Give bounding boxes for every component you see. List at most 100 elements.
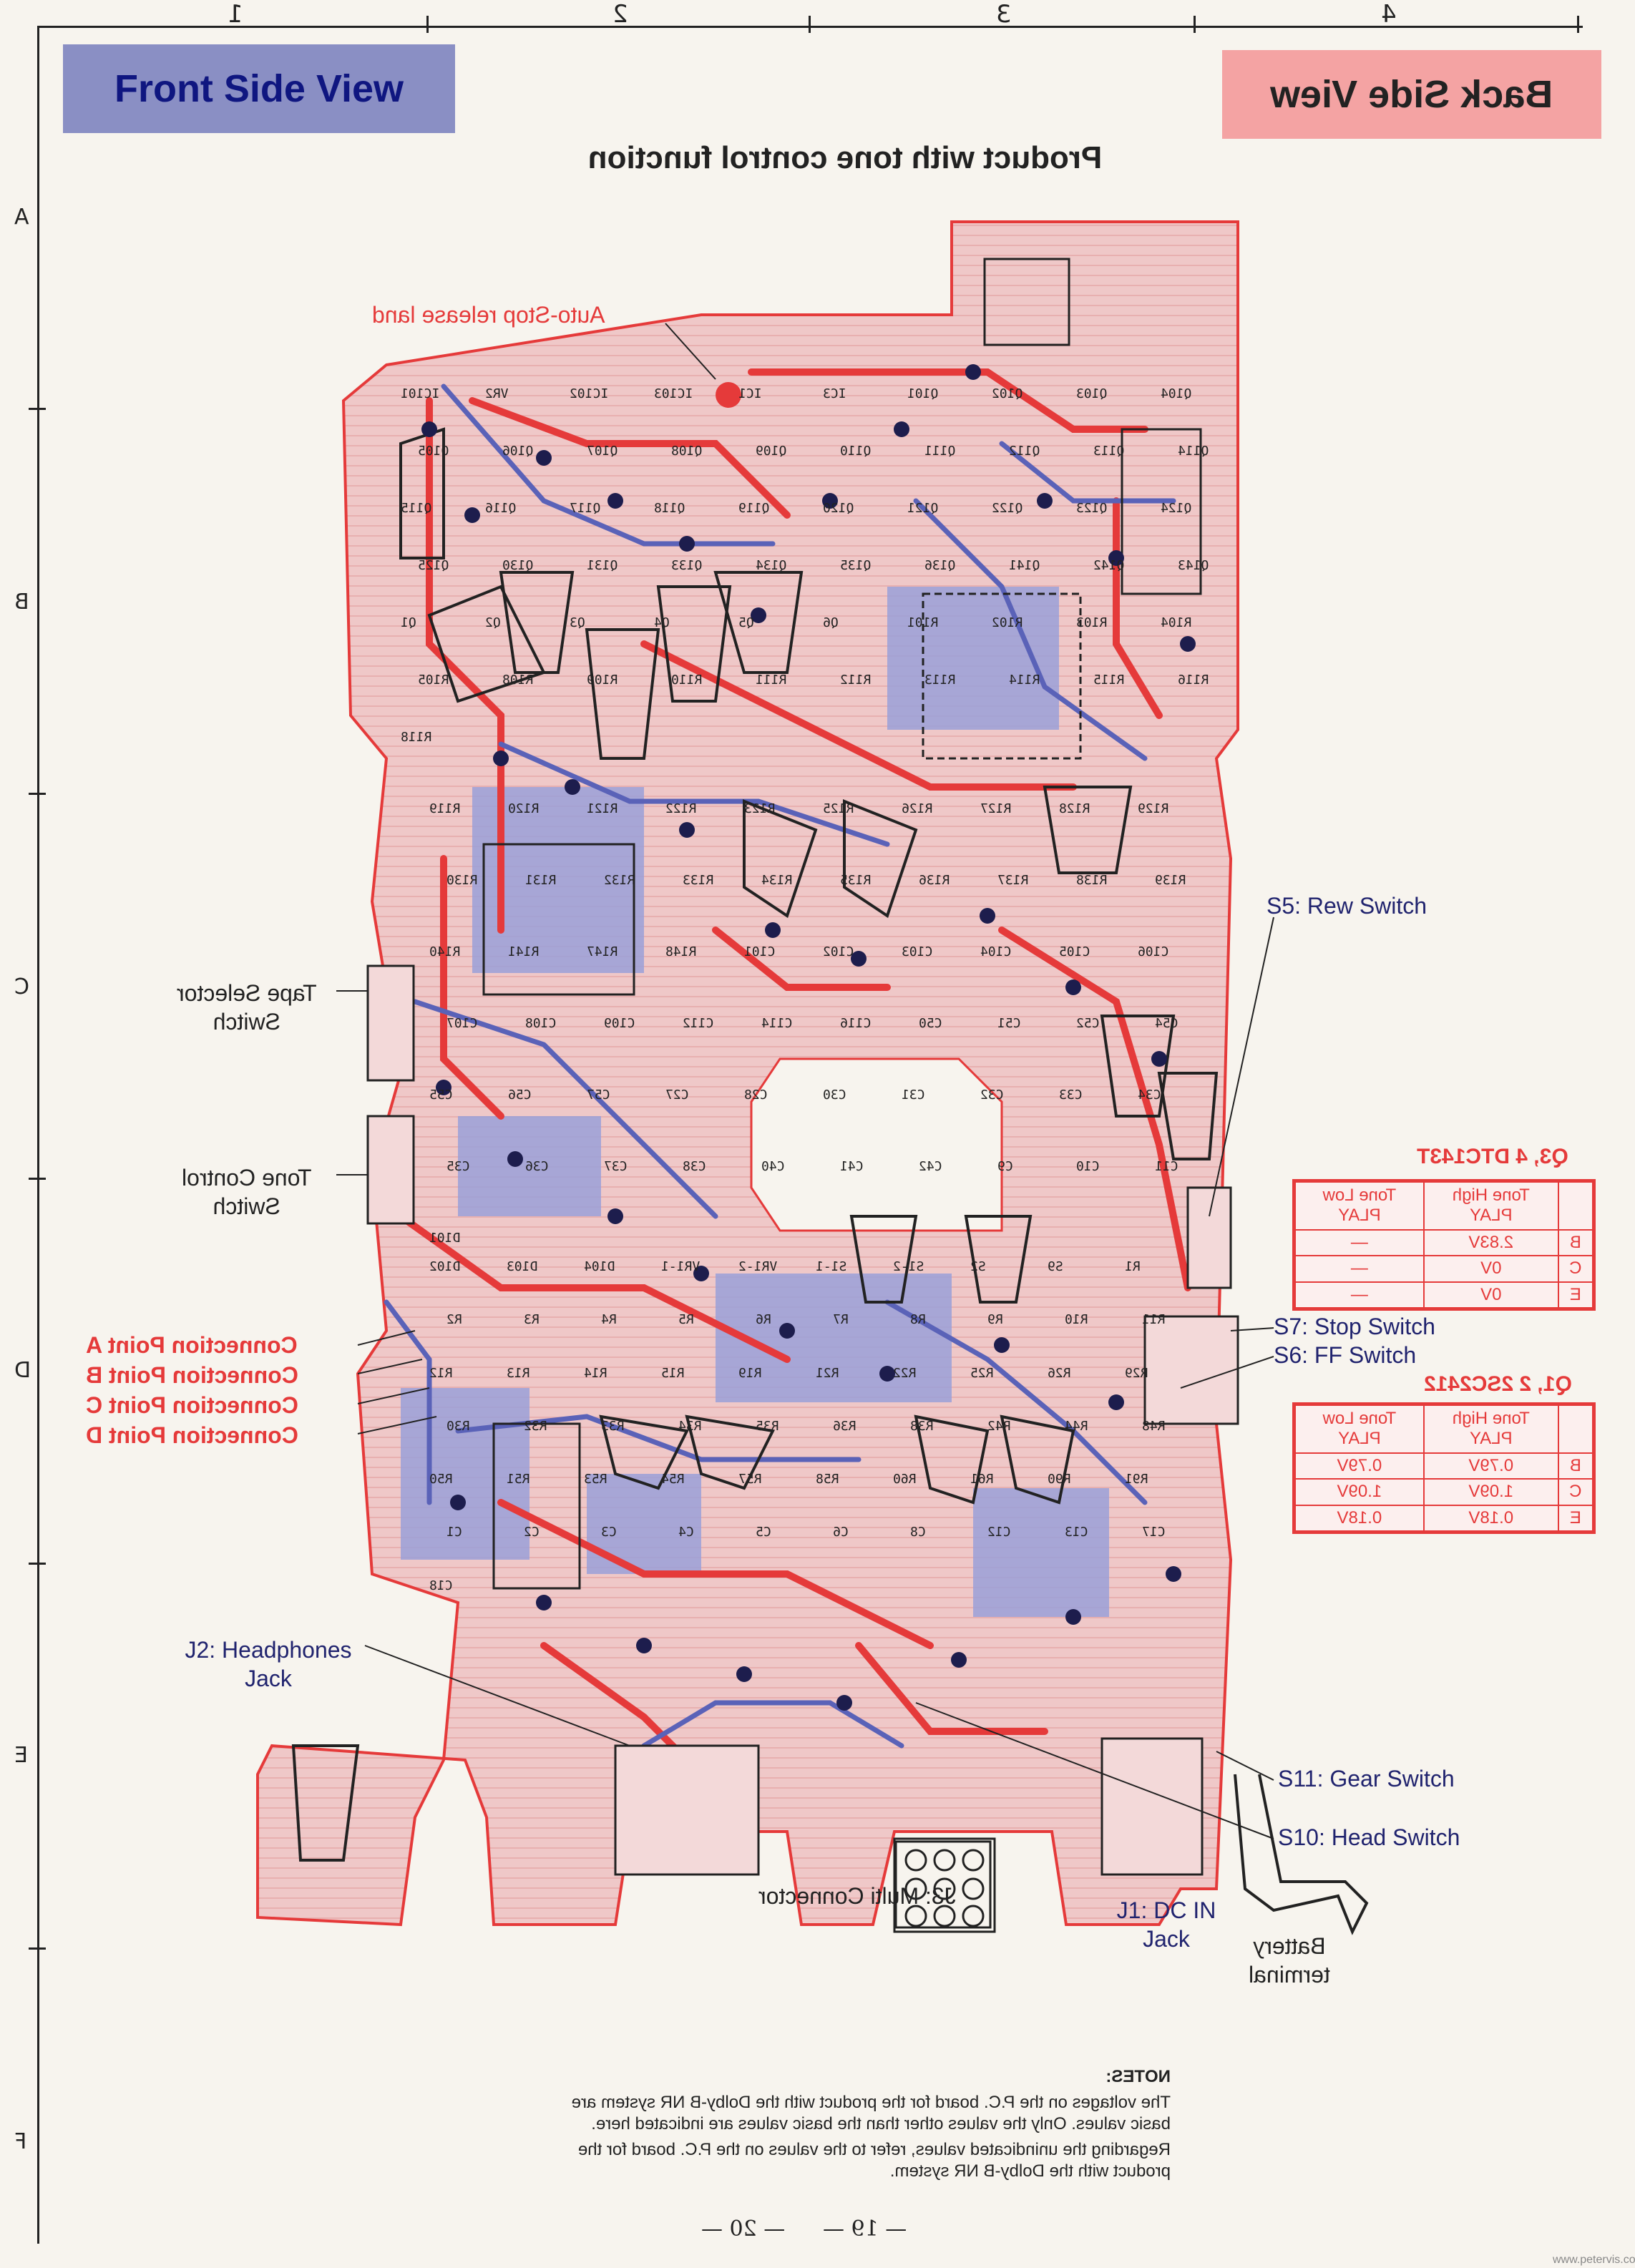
ic-outline [1121,428,1202,595]
component-label: R14 [584,1365,607,1381]
component-label: IC103 [654,386,693,401]
component-label: C28 [744,1087,768,1103]
table-header-cell: Tone Low PLAY [1295,1182,1424,1230]
leader-line [357,1330,416,1346]
frame-left-rule [37,26,39,2244]
table-cell: B [1558,1229,1593,1256]
red-traces [397,368,1191,1792]
component-label: R120 [508,801,540,816]
component-label: R126 [902,801,933,816]
component-label: R113 [924,673,956,688]
tape-selector-text: Tape Selector Switch [177,980,317,1035]
s7-stop-switch-label: S7: Stop Switch [1274,1314,1435,1339]
component-label: D101 [429,1231,461,1246]
ground-plane [458,1116,601,1216]
pad [1065,1609,1081,1625]
transistor-outline [713,571,804,674]
component-label: Q141 [1009,558,1040,573]
component-label: C41 [840,1159,864,1174]
component-label: IC102 [570,386,609,401]
transistor-outline [743,799,818,919]
component-label: C52 [1076,1016,1100,1031]
component-label: R42 [987,1418,1011,1434]
notes-heading: NOTES: [1106,2067,1171,2086]
ic-outline [492,1422,581,1590]
auto-stop-text: Auto-Stop release land [372,302,605,328]
component-label: R127 [980,801,1012,816]
grid-tick [29,1178,46,1180]
component-label: R22 [893,1365,917,1381]
j1-dc-in-jack-label: J1: DC IN Jack [1116,1897,1216,1952]
component-label: C50 [919,1016,942,1031]
component-label: Q122 [992,501,1023,516]
component-label: Q121 [907,501,939,516]
trace [913,498,1148,761]
component-label: R6 [756,1312,771,1328]
leader-line [1180,1356,1274,1389]
component-label: R130 [446,873,478,888]
component-label: R3 [524,1312,540,1328]
component-label: Q109 [756,444,787,459]
component-label: C11 [1155,1159,1178,1174]
component-label: R10 [1065,1312,1088,1328]
component-label: IC1 [738,386,762,401]
pad [1065,979,1081,995]
connection-point-b-text: Connection Point B [86,1362,298,1388]
component-label: R110 [671,673,703,688]
component-label: R25 [970,1365,994,1381]
grid-tick [426,16,429,33]
dc-in-jack-block [1100,1737,1204,1876]
trace [999,441,1176,504]
component-label: R119 [429,801,461,816]
component-label: VR1-1 [661,1259,701,1274]
notes-line: Regarding the unindicated values, refer … [577,2140,1171,2181]
tone-control-switch-label: Tone Control Switch [157,1163,336,1221]
q3-q4-table-title: Q3, 4 DTC143T [1417,1145,1568,1169]
component-label: R36 [833,1418,856,1434]
front-side-view-text: Front Side View [114,67,404,110]
leader-line [1216,1751,1274,1781]
component-label: R30 [446,1418,470,1434]
grid-tick [1577,16,1579,33]
tone-control-switch-block [366,1115,415,1225]
component-label: R15 [661,1365,685,1381]
component-label: R26 [1048,1365,1071,1381]
table-row: C 0V — [1295,1256,1593,1282]
pad [1108,1394,1124,1410]
component-label: R57 [738,1472,762,1487]
component-label: C36 [525,1159,549,1174]
component-label: Q110 [840,444,872,459]
component-label: R135 [840,873,872,888]
grid-tick [1194,16,1196,33]
component-label: R33 [601,1418,625,1434]
connector-pin [904,1905,927,1927]
component-label: C40 [761,1159,785,1174]
battery-terminal-text: Battery terminal [1249,1933,1330,1988]
component-label: C105 [1059,944,1090,959]
component-label: Q117 [570,501,601,516]
component-label: R21 [816,1365,839,1381]
transistor-outline [1157,1072,1219,1160]
multi-connector-outline [894,1840,992,1929]
component-label: R148 [665,944,697,959]
component-label: R131 [525,873,557,888]
table-cell: — [1295,1256,1424,1282]
s10-head-switch-label: S10: Head Switch [1278,1824,1460,1850]
table-cell: C [1558,1479,1593,1505]
multi-connector [894,1840,992,1929]
battery-terminal-shape [1234,1774,1369,1935]
component-label: R147 [587,944,618,959]
component-label: Q5 [738,615,754,630]
component-label: R13 [507,1365,530,1381]
component-label: R122 [665,801,697,816]
pad [679,822,695,838]
table-header-cell [1558,1405,1593,1453]
q3-q4-voltage-table: Tone High PLAY Tone Low PLAY B 2.83V — C… [1292,1179,1596,1311]
table-cell: — [1295,1229,1424,1256]
component-label: Q120 [823,501,854,516]
component-label: R53 [584,1472,607,1487]
pad [565,779,580,795]
transistor-outline [1100,1015,1176,1118]
component-label: R58 [816,1472,839,1487]
trace [426,397,504,934]
